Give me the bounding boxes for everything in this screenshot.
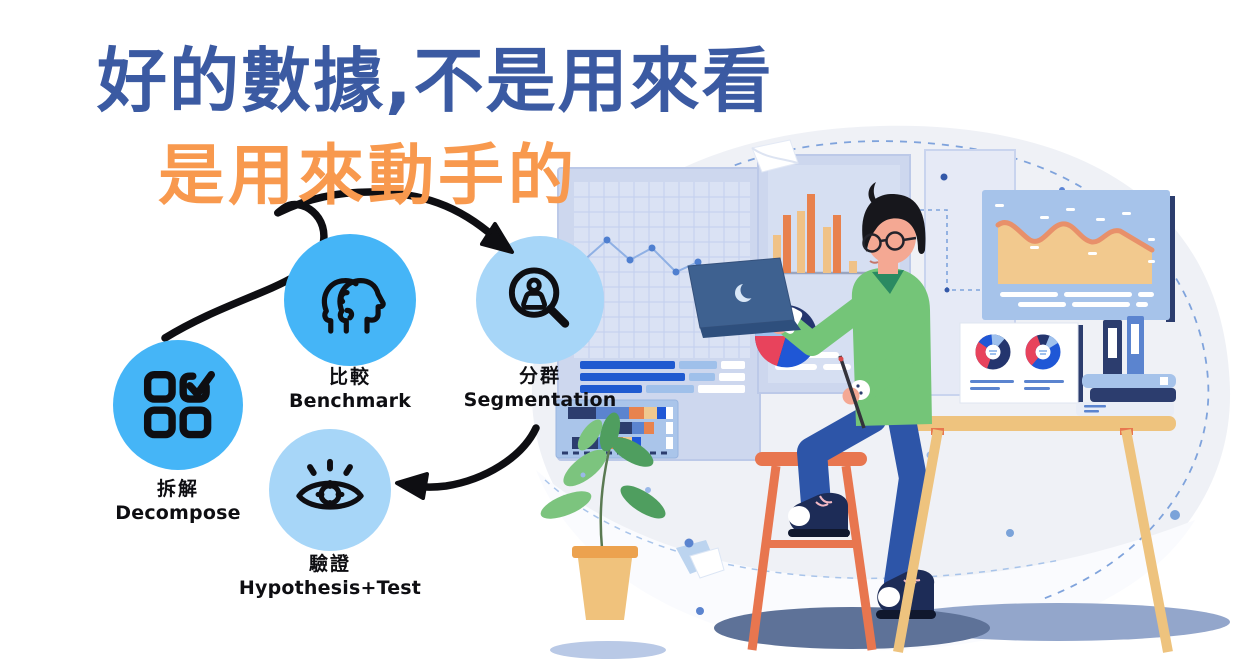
step-hypothesis: 驗證 Hypothesis+Test bbox=[228, 429, 432, 599]
eye-target-icon bbox=[296, 458, 364, 510]
step-label-zh: 分群 bbox=[518, 365, 561, 387]
step-label-en: Hypothesis+Test bbox=[238, 577, 422, 599]
potted-plant bbox=[540, 412, 666, 620]
arrowhead-to-segmentation bbox=[480, 222, 514, 254]
step-label-zh: 拆解 bbox=[156, 478, 199, 500]
glasses bbox=[862, 231, 917, 253]
step-label-en: Decompose bbox=[115, 502, 241, 524]
monitor-area-chart bbox=[982, 190, 1175, 322]
progress-bars bbox=[580, 361, 745, 393]
step-benchmark: 比較 Benchmark bbox=[254, 234, 446, 412]
step-decompose: 拆解 Decompose bbox=[88, 340, 268, 524]
benchmark-circle bbox=[284, 234, 416, 366]
step-label-en: Benchmark bbox=[288, 390, 412, 412]
sub-title: 是用來動手的 bbox=[158, 137, 578, 214]
step-label-en: Segmentation bbox=[463, 389, 617, 411]
arrow-decompose-to-segmentation bbox=[161, 188, 506, 342]
stool bbox=[747, 452, 877, 651]
step-label-zh: 比較 bbox=[328, 366, 371, 388]
analyst-person bbox=[687, 182, 936, 619]
floor-papers bbox=[676, 540, 725, 579]
sneaker-left bbox=[788, 492, 850, 537]
sneaker-right bbox=[876, 569, 936, 619]
segmentation-circle bbox=[476, 236, 604, 364]
step-segmentation: 分群 Segmentation bbox=[438, 236, 642, 411]
hair bbox=[862, 193, 926, 254]
compare-heads-icon bbox=[321, 277, 386, 334]
hypothesis-circle bbox=[269, 429, 391, 551]
grid-check-icon bbox=[143, 370, 215, 439]
arrowhead-to-hypothesis bbox=[395, 472, 429, 500]
main-title: 好的數據,不是用來看 bbox=[97, 40, 774, 122]
decompose-circle bbox=[113, 340, 243, 470]
books-stack bbox=[1076, 316, 1176, 416]
magnifier-person-icon bbox=[508, 267, 570, 328]
step-label-zh: 驗證 bbox=[308, 553, 351, 575]
laptop bbox=[687, 257, 801, 338]
desk-legs bbox=[893, 429, 1173, 653]
donut-chart-card bbox=[959, 322, 1083, 404]
